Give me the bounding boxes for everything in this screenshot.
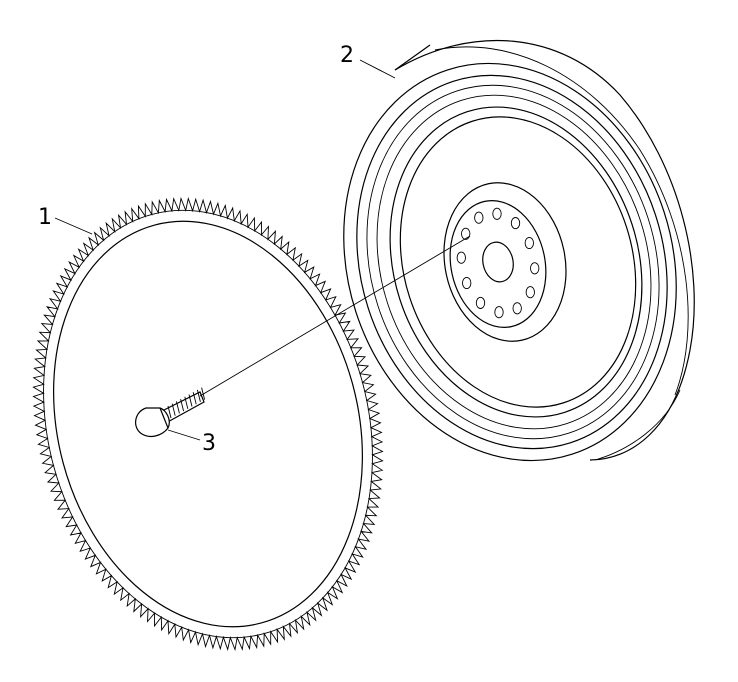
flywheel-face-ring-1	[356, 74, 668, 450]
bolt-hole	[524, 236, 534, 250]
flywheel-rim-bottom	[394, 44, 431, 71]
flywheel-back-rim	[394, 39, 695, 461]
bolt-hole	[456, 251, 466, 264]
thread-line	[192, 392, 197, 405]
flywheel-hub-inner	[449, 200, 547, 328]
thread-line	[180, 398, 185, 412]
bolt-hole	[530, 262, 540, 275]
flywheel-hub-outer	[443, 182, 567, 342]
thread-line	[201, 387, 206, 400]
callout-2-leader	[359, 59, 396, 79]
bolt-hole	[474, 211, 484, 224]
flywheel-face-ring-3	[376, 94, 652, 430]
bolt-hole	[475, 296, 486, 309]
callout-3-label: 3	[202, 431, 216, 456]
flywheel-face-ring-2	[366, 84, 660, 440]
flywheel	[343, 39, 695, 462]
flywheel-center-bore	[482, 241, 514, 283]
flywheel-face-ring-5	[399, 116, 637, 408]
flywheel-bolt-holes	[456, 207, 540, 319]
thread-line	[175, 401, 180, 414]
bolt-hole	[461, 227, 471, 240]
thread-line	[184, 396, 189, 409]
bolt-thread	[167, 387, 206, 419]
bolt-axis-line	[199, 235, 471, 397]
flywheel-face-ring-4	[389, 106, 643, 418]
thread-line	[188, 394, 193, 407]
ring-gear-teeth	[32, 196, 384, 652]
bolt	[135, 235, 471, 438]
ring-gear	[32, 196, 384, 652]
flywheel-rim-line-b	[594, 389, 681, 461]
thread-line	[196, 389, 201, 403]
thread-line	[167, 405, 172, 419]
callout-1-leader	[54, 217, 93, 235]
bolt-hole	[492, 207, 502, 220]
ring-gear-root-circle	[43, 209, 373, 639]
callout-2: 2	[340, 43, 396, 79]
callout-3-leader	[167, 429, 201, 441]
bolt-hole	[512, 302, 522, 315]
callout-1-label: 1	[38, 205, 52, 230]
callout-3: 3	[167, 429, 216, 456]
bolt-head	[135, 407, 170, 438]
thread-line	[171, 403, 176, 416]
flywheel-face-outer	[343, 62, 677, 462]
callout-2-label: 2	[340, 43, 354, 68]
bolt-hole	[462, 276, 472, 290]
ring-gear-inner-edge	[53, 220, 363, 628]
flywheel-rim-line-a	[434, 46, 689, 396]
bolt-hole	[525, 286, 535, 299]
bolt-head-rim	[159, 407, 169, 429]
callout-1: 1	[38, 205, 93, 235]
bolt-hole	[494, 306, 504, 319]
bolt-hole	[510, 217, 521, 230]
